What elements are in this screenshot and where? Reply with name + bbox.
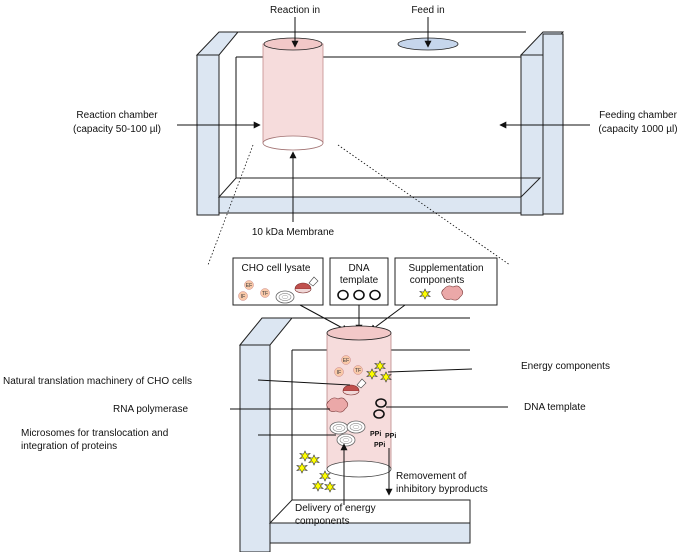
dna-plasmid-icon [337,289,349,301]
feeding-capacity-label: (capacity 1000 µl) [598,124,677,135]
supp-box-label-2: components [410,275,464,286]
microsome-icon [329,421,349,435]
right-wall [542,33,564,215]
energy-star-icon [312,480,324,492]
energy-star-icon [308,454,320,466]
left-wall [196,54,220,216]
removement-label-1: Removement of [396,471,467,482]
ef-factor-icon [341,355,351,365]
energy-star-icon [299,450,311,462]
dna-plasmid-icon [369,289,381,301]
tf-factor-icon [260,288,270,298]
right-wall-front [520,54,544,216]
energy-pointer [387,368,473,373]
reaction-in-label: Reaction in [270,5,320,16]
ribosome-small-subunit-icon [342,390,360,396]
energy-components-label: Energy components [521,361,610,372]
membrane-ellipse-top [262,135,324,151]
ribosome-icon [294,282,312,290]
bottom-apparatus: EF IF TF PPi PPi PPi [238,317,471,552]
if-factor-label: IF [337,370,341,376]
polymerase-icon [441,285,464,301]
ef-factor-label: EF [343,358,349,364]
delivery-label-1: Delivery of energy [295,503,376,514]
reaction-in-port [263,37,323,51]
energy-star-icon [324,481,336,493]
bottom-membrane [326,460,392,478]
microsome-icon [336,433,356,447]
trna-icon [308,276,319,287]
supp-box-label-1: Supplementation [408,263,483,274]
tf-factor-label: TF [355,368,361,374]
energy-star-icon [296,462,308,474]
ribosome-small-subunit-icon [294,288,312,294]
lysate-box: CHO cell lysate EF IF TF [232,257,324,306]
translation-pointer [257,379,351,386]
microsome-icon [275,290,295,304]
feed-in-label: Feed in [411,5,444,16]
membrane-label: 10 kDa Membrane [252,227,335,238]
bottom-floor [269,522,471,544]
removement-label-2: inhibitory byproducts [396,484,488,495]
ef-factor-label: EF [246,283,252,289]
delivery-label-2: components [295,516,349,527]
microsomes-label-1: Microsomes for translocation and [21,428,168,439]
ribosome-icon [342,384,360,392]
top-apparatus: Reaction in Feed in Reaction chamber (ca… [73,5,678,238]
dna-template-label: DNA template [524,402,586,413]
microsomes-label-2: integration of proteins [21,441,117,452]
dna-box-frame [329,257,389,306]
feeding-chamber-label: Feeding chamber [599,110,677,121]
if-factor-icon [238,291,248,301]
reaction-chamber-label: Reaction chamber [76,110,158,121]
microsome-icon [346,420,366,434]
dna-plasmid-icon [353,289,365,301]
polymerase-icon [326,397,349,413]
rna-polymerase-label: RNA polymerase [113,404,188,415]
dna-plasmid-icon [375,398,387,408]
zoom-line-left [207,144,254,266]
floor [218,196,522,214]
lysate-label: CHO cell lysate [242,263,311,274]
dna-box-label-2: template [340,275,379,286]
ppi-label: PPi [370,431,381,438]
dna-box: DNA template [329,257,389,306]
if-factor-icon [334,367,344,377]
bottom-reaction-port [326,325,392,341]
tf-factor-label: TF [262,291,268,297]
trna-icon [356,378,367,389]
energy-star-icon [319,470,331,482]
ef-factor-icon [244,280,254,290]
ppi-label: PPi [374,442,385,449]
reaction-capacity-label: (capacity 50-100 µl) [73,124,161,135]
translation-machinery-label: Natural translation machinery of CHO cel… [3,376,192,387]
floor-back [217,177,542,198]
left-wall-top [195,31,240,56]
ppi-label: PPi [385,433,396,440]
annotations: Natural translation machinery of CHO cel… [3,361,610,527]
if-factor-label: IF [241,294,245,300]
supplementation-box: Supplementation components [394,257,498,306]
reaction-tube [262,43,324,144]
tf-factor-icon [353,365,363,375]
dna-box-label-1: DNA [348,263,369,274]
bottom-left-wall [239,344,271,552]
dna-plasmid-icon [373,409,385,419]
bottom-left-wall-top [238,317,294,346]
